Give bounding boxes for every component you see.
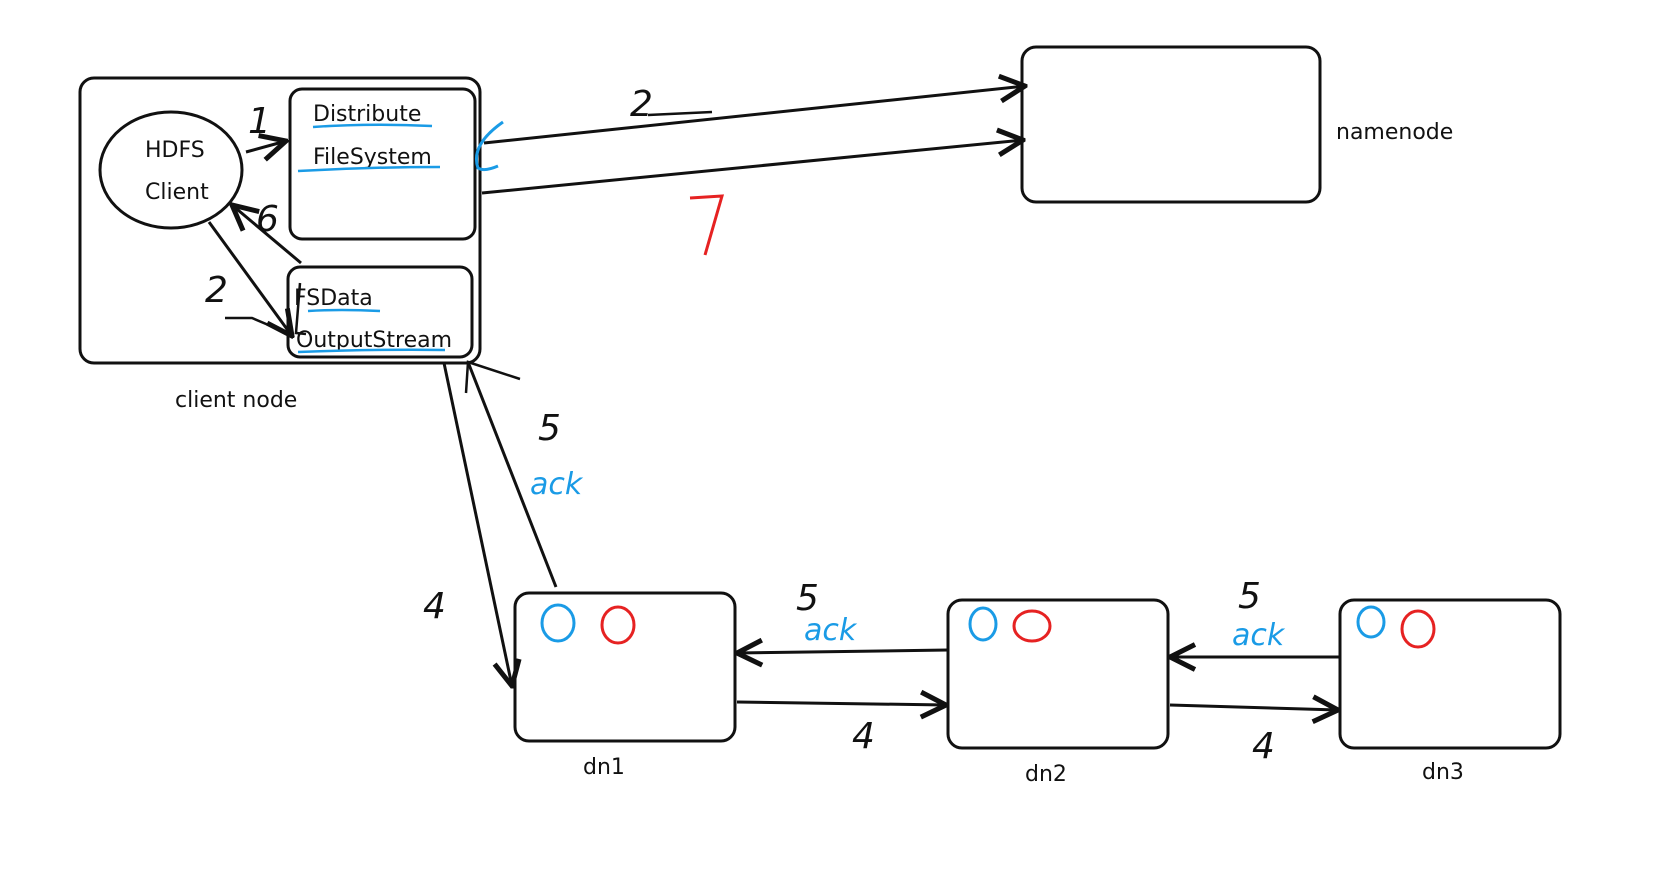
arrow-step6-close	[232, 205, 302, 265]
ack-stream-label: ack	[530, 467, 584, 502]
dfs-label-line1: Distribute	[313, 102, 421, 127]
arrow-ack-dn2-to-dn1	[737, 650, 949, 653]
arrow-step5-ack-to-stream	[466, 361, 558, 588]
dn2-blue-block	[968, 606, 998, 642]
client-node-caption: client node	[175, 388, 297, 413]
namenode-box	[1020, 45, 1322, 204]
hdfs-client-label-line1: HDFS	[145, 138, 205, 163]
arrow-step1-create	[245, 141, 286, 152]
fsd-underline-2	[297, 348, 446, 354]
dfs-label-line2: FileSystem	[313, 145, 432, 170]
step6-label: 6	[256, 199, 279, 240]
client-node-box	[78, 76, 482, 365]
dfs-underline-2	[297, 165, 441, 173]
arrow-write-dn1-to-dn2	[736, 702, 946, 705]
step4-dn1-label: 4	[423, 586, 446, 627]
step3-bracket	[294, 282, 307, 336]
distributed-filesystem-box	[288, 87, 477, 241]
dn1-red-block	[600, 605, 636, 645]
dn2-caption: dn2	[1025, 762, 1067, 787]
step2-write-tail	[225, 316, 293, 337]
dn2-red-block	[1012, 609, 1052, 643]
namenode-caption: namenode	[1336, 120, 1453, 145]
step2-namenode-tail	[647, 110, 713, 117]
fsd-label-line1: FSData	[294, 286, 373, 311]
dn3-caption: dn3	[1422, 760, 1464, 785]
dn1-caption: dn1	[583, 755, 625, 780]
hdfs-client-label-line2: Client	[145, 180, 209, 205]
step4-dn2-label: 4	[852, 716, 875, 757]
step4-dn3-label: 4	[1252, 726, 1275, 767]
fsd-underline-1	[307, 308, 381, 313]
arrow-step7-complete	[481, 140, 1023, 195]
dn1-box	[513, 591, 737, 743]
ack-stream-arrowhead	[464, 360, 521, 394]
dn3-blue-block	[1356, 605, 1386, 639]
dn3-box	[1338, 598, 1562, 750]
step2-write-label: 2	[205, 270, 228, 311]
step1-label: 1	[248, 101, 271, 142]
arrow-write-dn2-to-dn3	[1169, 705, 1338, 710]
step5-dn3-label: 5	[1238, 576, 1261, 617]
step2-namenode-label: 2	[630, 84, 653, 125]
arrow-step2-namenode	[483, 86, 1025, 145]
dn1-blue-block	[540, 603, 576, 643]
blue-curl-mark	[475, 120, 504, 172]
ack-dn2-label: ack	[804, 613, 858, 648]
arrow-step2-write	[207, 221, 292, 336]
step5-dn2-label: 5	[796, 578, 819, 619]
step7-label	[689, 194, 725, 256]
hdfs-client-ellipse	[98, 110, 244, 230]
hdfs-write-diagram: client node HDFS Client Distribute FileS…	[78, 45, 1562, 787]
arrow-step4-to-dn1	[442, 362, 512, 686]
dfs-underline-1	[312, 123, 433, 129]
ack-dn3-label: ack	[1232, 618, 1286, 653]
dn3-red-block	[1400, 609, 1436, 649]
dn2-box	[946, 598, 1170, 750]
step5-stream-label: 5	[538, 408, 561, 449]
